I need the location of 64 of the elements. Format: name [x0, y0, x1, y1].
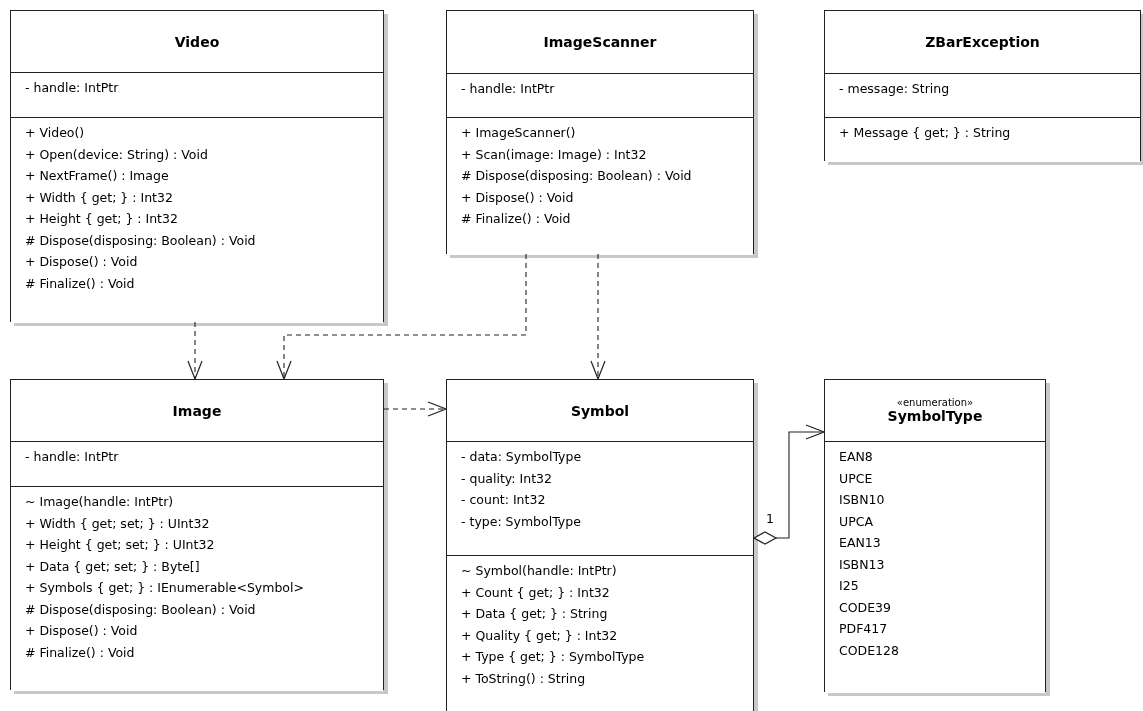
- dependency-arrow: [276, 253, 527, 380]
- member-text: # Dispose(disposing: Boolean) : Void: [25, 231, 256, 250]
- member-text: ISBN13: [839, 555, 885, 574]
- member-text: + Symbols { get; } : IEnumerable<Symbol>: [25, 579, 304, 597]
- member-text: - data: SymbolType: [461, 448, 582, 466]
- member-text: + Data { get; } : String: [461, 605, 608, 623]
- class-name: SymbolType: [887, 408, 983, 424]
- member-text: + Dispose() : Void: [25, 622, 138, 640]
- member-text: ~ Image(handle: IntPtr): [25, 493, 174, 511]
- class-compartment: [11, 486, 383, 691]
- dependency-arrow: [590, 253, 606, 380]
- member-text: + Height { get; set; } : UInt32: [25, 536, 215, 554]
- member-text: + Open(device: String) : Void: [25, 145, 208, 164]
- member-text: # Finalize() : Void: [25, 643, 135, 662]
- member-text: # Finalize() : Void: [25, 274, 135, 293]
- member-text: + Dispose() : Void: [461, 188, 574, 207]
- member-text: - count: Int32: [461, 491, 546, 509]
- member-text: + Type { get; } : SymbolType: [461, 648, 645, 666]
- member-text: PDF417: [839, 620, 888, 638]
- member-text: UPCA: [839, 512, 873, 531]
- class-compartment: [11, 117, 383, 323]
- class-name: Image: [172, 402, 222, 419]
- member-text: CODE128: [839, 641, 899, 660]
- member-text: # Finalize() : Void: [461, 210, 571, 228]
- member-text: + NextFrame() : Image: [25, 167, 169, 185]
- class-name: ZBarException: [925, 34, 1040, 50]
- class-name: ImageScanner: [543, 34, 657, 50]
- member-text: - handle: IntPtr: [461, 80, 555, 98]
- member-text: + Scan(image: Image) : Int32: [461, 145, 647, 164]
- member-text: - message: String: [839, 80, 950, 98]
- member-text: + Count { get; } : Int32: [461, 583, 610, 602]
- member-text: ~ Symbol(handle: IntPtr): [461, 562, 617, 580]
- member-text: # Dispose(disposing: Boolean) : Void: [461, 167, 692, 185]
- member-text: + Height { get; } : Int32: [25, 210, 178, 228]
- member-text: + Dispose() : Void: [25, 253, 138, 271]
- class-compartment: [825, 117, 1140, 162]
- member-text: - quality: Int32: [461, 469, 552, 488]
- class-compartment: [447, 117, 753, 255]
- dependency-arrow: [187, 321, 203, 380]
- member-text: # Dispose(disposing: Boolean) : Void: [25, 600, 256, 619]
- member-text: + Video(): [25, 124, 85, 142]
- class-name: Video: [174, 33, 220, 50]
- member-text: + Width { get; set; } : UInt32: [25, 514, 210, 533]
- member-text: EAN8: [839, 448, 873, 466]
- member-text: + Message { get; } : String: [839, 124, 1011, 142]
- member-text: I25: [839, 577, 859, 595]
- member-text: + ImageScanner(): [461, 124, 576, 142]
- member-text: - handle: IntPtr: [25, 448, 119, 466]
- class-name: Symbol: [570, 402, 630, 419]
- member-text: + Quality { get; } : Int32: [461, 626, 618, 645]
- member-text: + Width { get; } : Int32: [25, 188, 173, 207]
- member-text: EAN13: [839, 534, 881, 552]
- member-text: - handle: IntPtr: [25, 79, 119, 97]
- dependency-arrow: [383, 401, 447, 417]
- member-text: UPCE: [839, 469, 873, 488]
- member-text: + Data { get; set; } : Byte[]: [25, 557, 200, 576]
- aggregation-arrow: [753, 424, 825, 545]
- member-text: + ToString() : String: [461, 669, 586, 688]
- stereotype-label: «enumeration»: [896, 397, 974, 408]
- class-compartment: [825, 441, 1045, 693]
- member-text: ISBN10: [839, 491, 885, 509]
- multiplicity-label: 1: [765, 512, 775, 526]
- member-text: - type: SymbolType: [461, 512, 581, 531]
- member-text: CODE39: [839, 598, 891, 617]
